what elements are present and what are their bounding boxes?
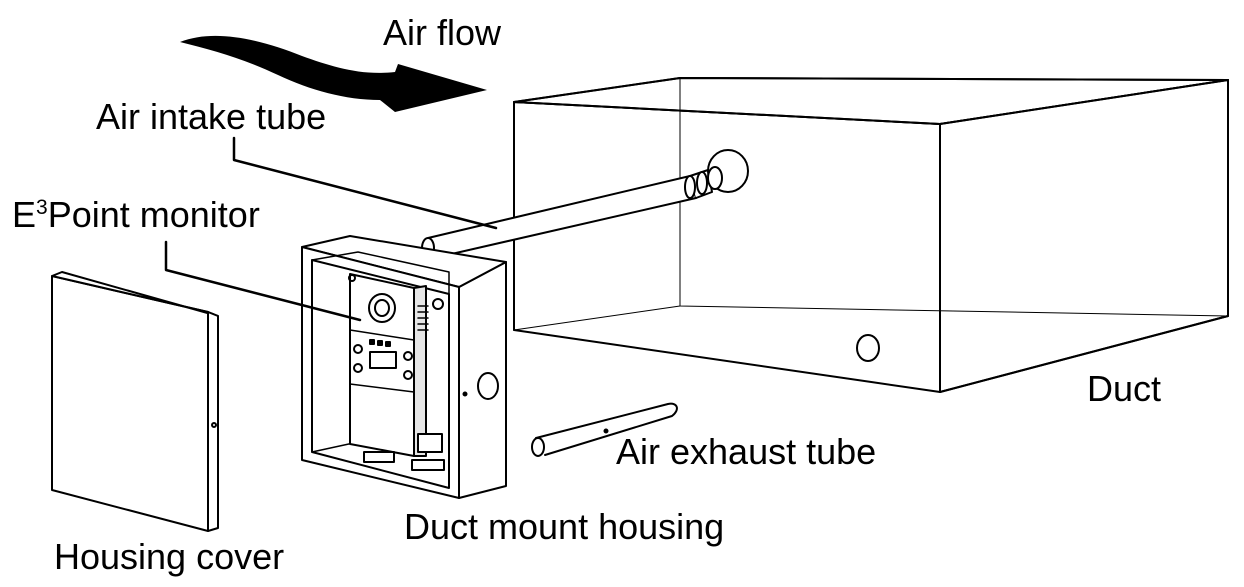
label-e3point-monitor: E3Point monitor [12, 197, 260, 233]
label-e3point-sup: 3 [36, 196, 48, 219]
housing-cover [51, 271, 219, 532]
label-duct: Duct [1087, 368, 1162, 409]
grille [417, 305, 429, 331]
duct-box [513, 77, 1229, 393]
air-flow-arrow [180, 35, 487, 112]
label-air-exhaust-tube: Air exhaust tube [616, 431, 877, 472]
label-housing-cover: Housing cover [54, 536, 285, 577]
label-e3point-base: E [12, 194, 37, 235]
leader-e3point [164, 240, 362, 322]
e3point-monitor [348, 273, 445, 471]
label-air-flow: Air flow [383, 12, 502, 53]
air-exhaust-tube [531, 402, 678, 457]
label-e3point-rest: Point monitor [47, 194, 260, 235]
label-air-intake-tube: Air intake tube [96, 96, 327, 137]
label-duct-mount-housing: Duct mount housing [404, 506, 725, 547]
leader-air-intake [232, 136, 498, 230]
